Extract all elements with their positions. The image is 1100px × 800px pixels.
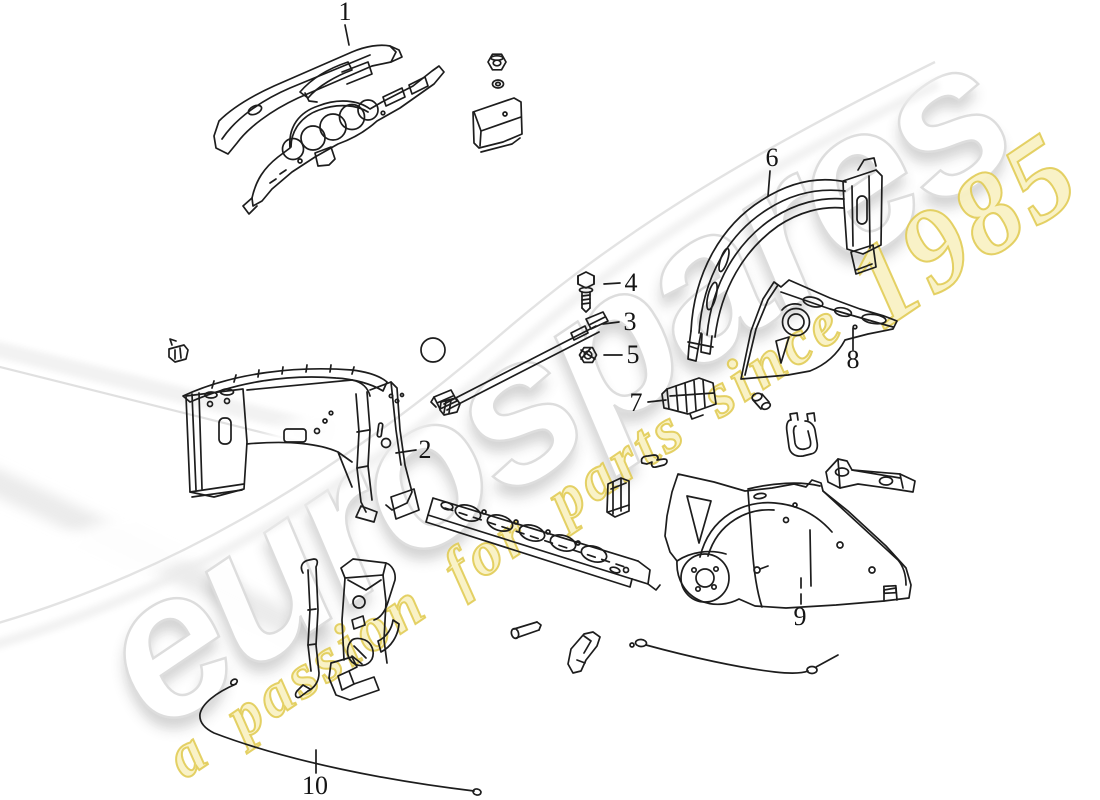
dash-mounting-nut <box>487 53 507 71</box>
dash-bracket-plate <box>472 97 523 153</box>
callout-1[interactable]: 1 <box>338 0 352 26</box>
rubber-grommet <box>420 337 446 363</box>
part-1-dash-top-panel <box>213 44 403 155</box>
callout-3[interactable]: 3 <box>623 307 637 336</box>
short-cable <box>629 638 839 675</box>
part-9-wheel-housing <box>664 473 912 609</box>
callout-5[interactable]: 5 <box>626 340 640 369</box>
part-7-ribbed-bracket <box>661 377 717 420</box>
part-1-instrument-panel <box>242 65 445 215</box>
s-clip <box>640 454 668 469</box>
dash-washer <box>491 79 505 89</box>
sill-end-bracket <box>606 477 630 518</box>
leader-line-4 <box>603 282 621 285</box>
small-clip <box>168 338 189 363</box>
callout-2[interactable]: 2 <box>418 435 432 464</box>
wedge-piece <box>567 631 601 674</box>
cone-stud <box>751 392 772 411</box>
leader-line-1 <box>344 24 350 46</box>
pillar-strip <box>294 558 320 699</box>
leader-line-3 <box>602 321 620 325</box>
callout-6[interactable]: 6 <box>765 143 779 172</box>
support-bracket <box>825 458 916 493</box>
tube-piece <box>510 621 542 640</box>
callout-9[interactable]: 9 <box>793 602 807 631</box>
lock-pillar <box>328 558 400 701</box>
part-8-quarter-inner-panel <box>740 279 898 380</box>
leader-lines <box>315 24 854 774</box>
leader-line-2 <box>395 449 417 454</box>
part-6-window-frame <box>687 157 883 362</box>
part-2-cowl-side-assembly <box>182 364 420 523</box>
callout-10[interactable]: 10 <box>302 771 328 800</box>
sill-reinforcement <box>425 497 661 591</box>
part-3-brace-rod <box>430 311 609 411</box>
part-4-hex-bolt <box>577 271 595 313</box>
callout-7[interactable]: 7 <box>629 388 643 417</box>
part-10-release-cable <box>199 678 482 796</box>
part-5-hex-nut <box>578 346 598 364</box>
u-clamp <box>785 412 819 458</box>
callout-8[interactable]: 8 <box>846 345 860 374</box>
leader-line-7 <box>647 399 667 403</box>
leader-line-6 <box>767 170 771 197</box>
callout-4[interactable]: 4 <box>624 268 638 297</box>
